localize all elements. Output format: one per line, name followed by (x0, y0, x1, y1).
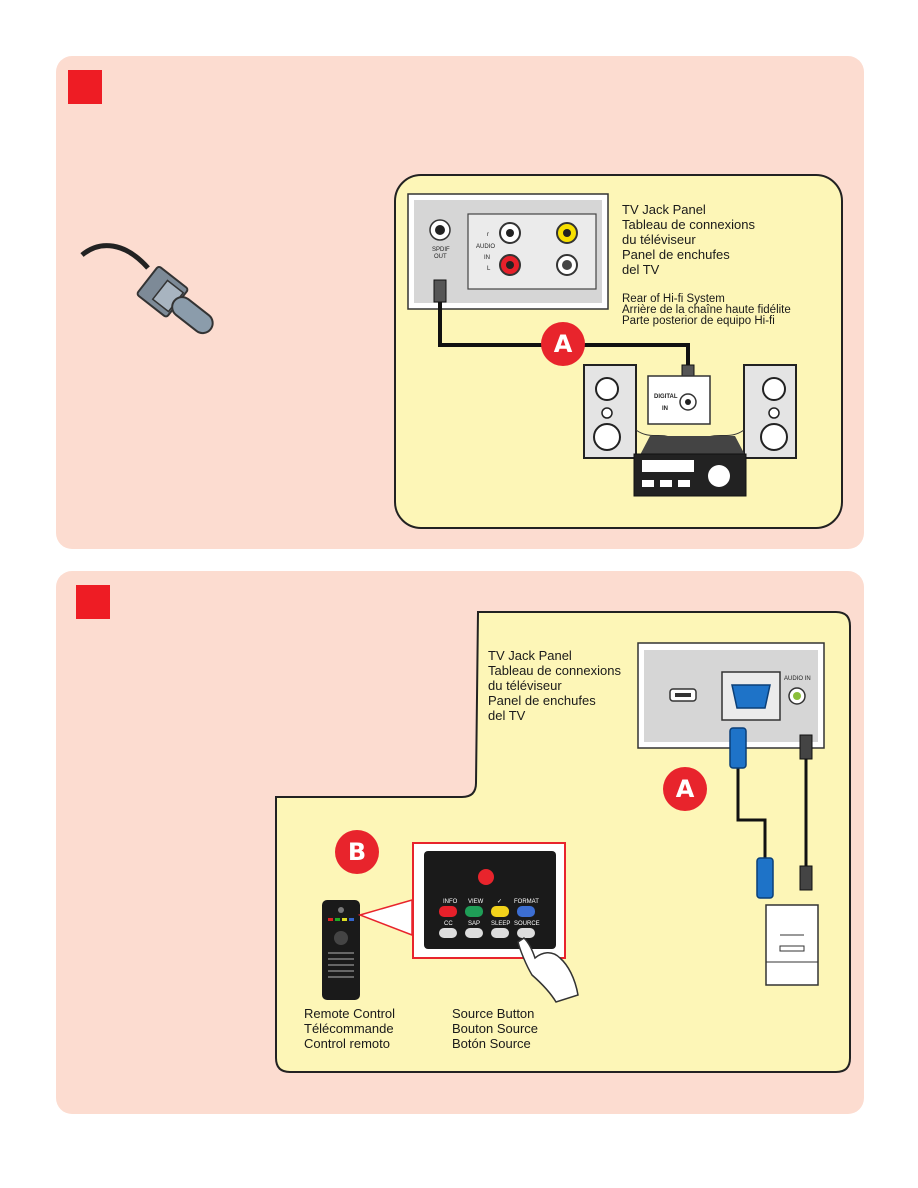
source-label-fr: Bouton Source (452, 1021, 539, 1036)
info-button (439, 906, 457, 917)
btn-label-cc: CC (444, 921, 453, 927)
bottom-badge-a-label: A (676, 775, 695, 803)
hifi-title-en: Rear of Hi-fi System (622, 293, 725, 305)
top-tv-panel-title-fr2: du téléviseur (622, 232, 696, 247)
left-speaker-icon (583, 364, 637, 459)
remote-label-fr: Télécommande (304, 1021, 394, 1036)
spdif-label-1: SPDIF (432, 247, 450, 253)
vga-plug-top (729, 727, 747, 769)
hifi-amplifier-icon (633, 436, 747, 497)
spdif-label-2: OUT (434, 254, 447, 260)
coax-plug-icon (80, 243, 214, 335)
btn-label-sleep: SLEEP (491, 921, 510, 927)
audio-plug-bottom (799, 865, 813, 891)
btn-label-view: VIEW (468, 899, 484, 905)
audio-label-r: r (487, 232, 489, 238)
badge-b-label: B (348, 838, 366, 866)
remote-label-es: Control remoto (304, 1036, 390, 1051)
source-label-es: Botón Source (452, 1036, 531, 1051)
bottom-tv-panel-title-fr1: Tableau de connexions (488, 663, 621, 678)
hifi-title-es: Parte posterior de equipo Hi-fi (622, 315, 775, 327)
view-button (465, 906, 483, 917)
top-tv-panel-title-en: TV Jack Panel (622, 202, 706, 217)
top-tv-panel-title-fr1: Tableau de connexions (622, 217, 755, 232)
digital-in-label: IN (662, 406, 668, 412)
pc-tower-icon (765, 904, 819, 986)
audio-in-label: AUDIO IN (784, 676, 811, 682)
btn-label-source: SOURCE (514, 921, 540, 927)
top-tv-panel-title-es2: del TV (622, 262, 660, 277)
bottom-badge-a (663, 767, 707, 811)
power-button (478, 869, 494, 885)
top-tv-panel-title-es1: Panel de enchufes (622, 247, 730, 262)
sap-button (465, 928, 483, 938)
hand-pointer-icon (517, 937, 579, 1003)
bottom-tv-panel-title-fr2: du téléviseur (488, 678, 562, 693)
vga-plug-bottom (756, 857, 774, 899)
bottom-tv-panel-title-es1: Panel de enchufes (488, 693, 596, 708)
digital-label: DIGITAL (654, 394, 678, 400)
audio-plug-top (799, 734, 813, 760)
btn-label-format: FORMAT (514, 899, 539, 905)
btn-label-check: ✓ (497, 899, 502, 905)
audio-label-audio: AUDIO (476, 244, 495, 250)
remote-control-icon (322, 900, 360, 1000)
cc-button (439, 928, 457, 938)
audio-label-l: L (487, 266, 491, 272)
step-marker-1 (68, 70, 102, 104)
btn-label-sap: SAP (468, 921, 480, 927)
badge-b (335, 830, 379, 874)
format-button (517, 906, 535, 917)
bottom-tv-panel-title-es2: del TV (488, 708, 526, 723)
vga-jack (731, 684, 771, 709)
right-speaker-icon (743, 364, 797, 459)
audio-label-in: IN (484, 255, 490, 261)
check-button (491, 906, 509, 917)
top-badge-a (541, 322, 585, 366)
bottom-tv-panel-title-en: TV Jack Panel (488, 648, 572, 663)
sleep-button (491, 928, 509, 938)
source-button (517, 928, 535, 938)
hifi-digital-in-panel (647, 375, 711, 425)
btn-label-info: INFO (443, 899, 458, 905)
hifi-title-fr: Arrière de la chaîne haute fidélite (622, 304, 791, 316)
remote-label-en: Remote Control (304, 1006, 396, 1021)
source-label-en: Source Button (452, 1006, 535, 1021)
step-marker-2 (76, 585, 110, 619)
top-badge-a-label: A (554, 330, 573, 358)
